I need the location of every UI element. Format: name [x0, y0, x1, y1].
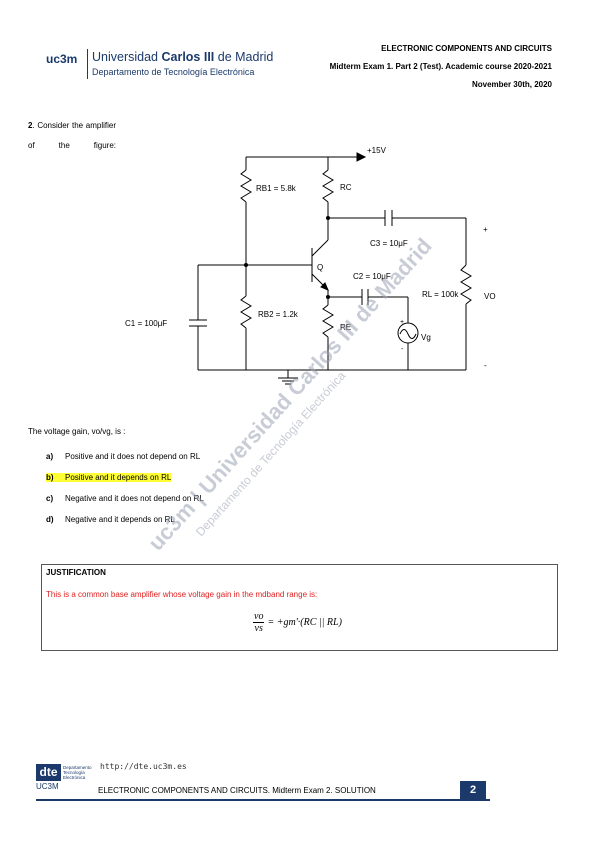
- logo-divider: [87, 49, 88, 79]
- transistor-label: Q: [317, 263, 323, 272]
- question-prompt: The voltage gain, vo/vg, is :: [28, 427, 126, 436]
- option-d[interactable]: d)Negative and it depends on RL: [46, 515, 175, 524]
- vg-label: Vg: [421, 333, 431, 342]
- vg-plus: +: [400, 319, 404, 326]
- rc-label: RC: [340, 183, 352, 192]
- rb1-label: RB1 = 5.8k: [256, 184, 297, 193]
- rl-label: RL = 100k: [422, 290, 459, 299]
- exam-date: November 30th, 2020: [471, 80, 552, 89]
- course-title: ELECTRONIC COMPONENTS AND CIRCUITS: [381, 44, 552, 53]
- department-name: Departamento de Tecnología Electrónica: [92, 67, 255, 77]
- justification-title: JUSTIFICATION: [46, 568, 106, 577]
- option-a[interactable]: a)Positive and it does not depend on RL: [46, 452, 201, 461]
- university-name: Universidad Carlos III de Madrid: [92, 50, 274, 64]
- option-b[interactable]: b)Positive and it depends on RL: [46, 473, 172, 482]
- footer-course: ELECTRONIC COMPONENTS AND CIRCUITS. Midt…: [98, 786, 376, 795]
- justification-box: [41, 564, 558, 651]
- footer-rule: [36, 799, 490, 801]
- dte-logo: dte: [36, 764, 61, 781]
- c2-label: C2 = 10μF: [353, 272, 391, 281]
- vcc-label: +15V: [367, 146, 387, 155]
- vo-plus: +: [483, 225, 488, 234]
- question-intro: 2. Consider the amplifier of the figure:: [28, 121, 116, 150]
- watermark-line1: uc3m | Universidad Carlos III de Madrid: [143, 233, 436, 555]
- vo-minus: -: [484, 361, 487, 370]
- re-label: RE: [340, 323, 351, 332]
- justification-text: This is a common base amplifier whose vo…: [46, 590, 318, 599]
- c3-label: C3 = 10μF: [370, 239, 408, 248]
- vg-minus: -: [401, 346, 404, 353]
- watermark-line2: Departamento de Tecnología Electrónica: [193, 368, 349, 539]
- footer-url[interactable]: http://dte.uc3m.es: [100, 762, 187, 771]
- option-c[interactable]: c)Negative and it does not depend on RL: [46, 494, 204, 503]
- vo-label: VO: [484, 292, 496, 301]
- rb2-label: RB2 = 1.2k: [258, 310, 299, 319]
- footer-uc3m: UC3M: [36, 782, 59, 791]
- c1-label: C1 = 100μF: [125, 319, 167, 328]
- uc3m-logo: uc3m: [46, 52, 78, 66]
- page-number: 2: [460, 781, 486, 799]
- dte-department: Departamento Tecnología Electrónica: [63, 765, 92, 780]
- exam-title: Midterm Exam 1. Part 2 (Test). Academic …: [329, 62, 552, 71]
